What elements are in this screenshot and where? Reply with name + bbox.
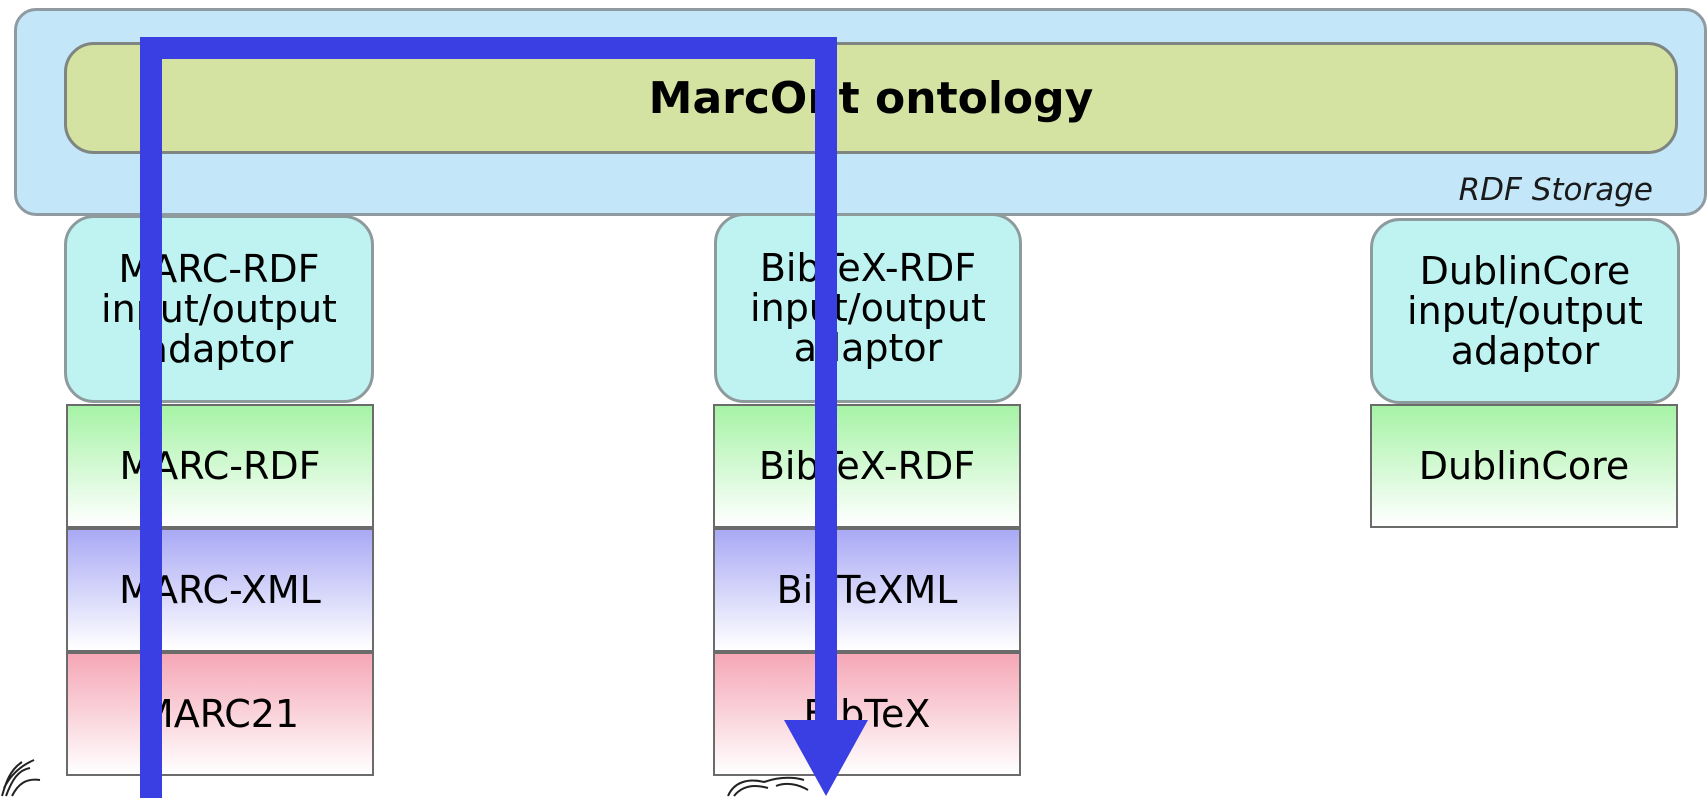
bibtex-layer: BibTeX [713,652,1021,776]
bibtex-rdf-layer: BibTeX-RDF [713,404,1021,528]
ontology-title: MarcOnt ontology [648,72,1094,124]
bibtex-rdf-adaptor: BibTeX-RDF input/output adaptor [714,213,1022,403]
dublincore-adaptor: DublinCore input/output adaptor [1370,218,1680,404]
marc-xml-layer: MARC-XML [66,528,374,652]
sketch-scribble-center [727,776,809,797]
sketch-scribble-left [1,759,41,797]
marc-rdf-layer: MARC-RDF [66,404,374,528]
bibtexml-layer: BibTeXML [713,528,1021,652]
ontology-box: MarcOnt ontology [64,42,1678,154]
marc21-layer: MARC21 [66,652,374,776]
dublincore-layer: DublinCore [1370,404,1678,528]
marc-rdf-adaptor: MARC-RDF input/output adaptor [64,215,374,403]
rdf-storage-label: RDF Storage [1458,172,1653,208]
